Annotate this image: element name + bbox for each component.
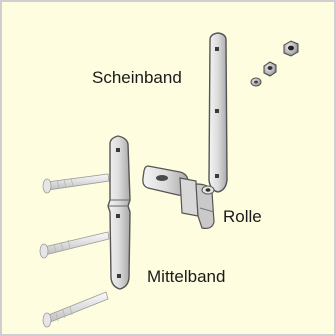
- carriage-bolt: [39, 231, 110, 259]
- carriage-bolt: [42, 291, 109, 328]
- mittelband-strap: [107, 135, 131, 290]
- scheinband-strap: [208, 32, 228, 193]
- mittelband-label: Mittelband: [147, 267, 226, 286]
- scheinband-label: Scheinband: [92, 68, 182, 87]
- rolle-label: Rolle: [223, 207, 262, 226]
- nut-washer-set: [250, 40, 299, 87]
- carriage-bolt: [42, 173, 110, 194]
- rolle-hinge: [142, 165, 215, 229]
